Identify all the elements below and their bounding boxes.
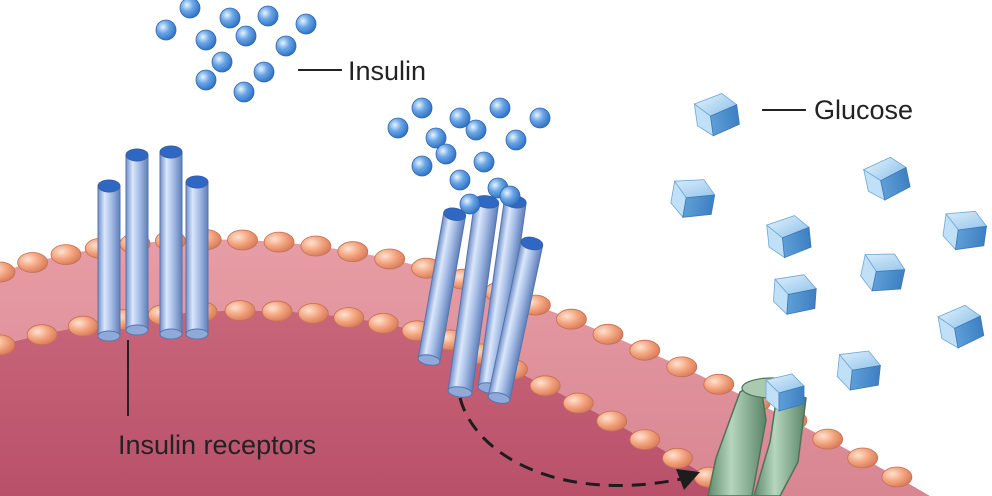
glucose-cube-icon: [765, 373, 805, 412]
insulin-sphere-icon: [295, 13, 317, 35]
insulin-sphere-icon: [275, 35, 297, 57]
glucose-cube-icon: [937, 304, 985, 349]
lipid-bead: [297, 303, 329, 324]
cell: [0, 229, 930, 496]
insulin-molecules: [155, 0, 551, 215]
lipid-bead: [0, 334, 16, 356]
transporter-right-subunit: [753, 386, 807, 496]
insulin-receptors: [97, 145, 544, 404]
insulin-sphere-icon: [465, 119, 487, 141]
insulin-sphere-icon: [411, 155, 433, 177]
insulin-sphere-icon: [387, 117, 409, 139]
insulin-sphere-icon: [489, 97, 511, 119]
lipid-bead: [17, 252, 48, 273]
lipid-bead: [367, 312, 399, 334]
insulin-sphere-icon: [195, 69, 217, 91]
lipid-bead: [629, 429, 661, 451]
insulin-sphere-icon: [499, 185, 521, 207]
lipid-bead: [562, 392, 594, 414]
lipid-bead: [261, 300, 293, 322]
insulin-sphere-icon: [411, 97, 433, 119]
insulin-label: Insulin: [348, 56, 426, 86]
lipid-bead: [67, 315, 99, 337]
receptor-cylinder: [487, 236, 544, 404]
lipid-bead: [337, 241, 369, 263]
receptor-cylinder: [417, 207, 467, 366]
lipid-bead: [847, 447, 879, 469]
lipid-bead: [0, 261, 16, 283]
lipid-bead: [26, 324, 58, 346]
insulin-sphere-icon: [505, 129, 527, 151]
glucose-cube-icon: [765, 215, 812, 259]
lipid-bead: [812, 428, 844, 450]
glucose-cube-icon: [773, 274, 817, 316]
lipid-bead: [662, 447, 693, 469]
lipid-bead: [592, 323, 624, 345]
glucose-cube-icon: [862, 156, 911, 201]
lipid-bead: [263, 231, 295, 253]
insulin-sphere-icon: [219, 7, 241, 29]
cytoplasm: [0, 310, 740, 496]
insulin-sphere-icon: [449, 107, 471, 129]
receptor-cylinder: [185, 175, 209, 340]
dashed-arrow-icon: [458, 397, 687, 487]
lipid-bead: [666, 356, 698, 378]
glucose-label: Glucose: [814, 95, 913, 125]
glucose-cube-icon: [670, 179, 716, 219]
lipid-bead: [227, 229, 258, 251]
insulin-sphere-icon: [473, 151, 495, 173]
insulin-sphere-icon: [435, 143, 457, 165]
glucose-cube-icon: [942, 210, 988, 251]
lipid-bead: [300, 235, 332, 257]
receptor-cylinder: [159, 145, 183, 340]
insulin-sphere-icon: [233, 81, 255, 103]
insulin-sphere-icon: [257, 5, 279, 27]
lipid-bead: [881, 466, 913, 488]
insulin-sphere-icon: [195, 29, 217, 51]
receptor-cylinder: [447, 195, 500, 398]
insulin-sphere-icon: [235, 25, 257, 47]
insulin-sphere-icon: [459, 193, 481, 215]
glucose-molecules: [670, 93, 988, 412]
lipid-bead: [596, 410, 628, 432]
insulin-sphere-icon: [179, 0, 201, 19]
insulin-sphere-icon: [155, 19, 177, 41]
lipid-bead: [50, 244, 82, 266]
insulin-sphere-icon: [253, 61, 275, 83]
glucose-cube-icon: [836, 350, 882, 391]
insulin-sphere-icon: [529, 107, 551, 129]
insulin-sphere-icon: [449, 169, 471, 191]
glucose-cube-icon: [860, 253, 906, 292]
signal-arrow: [458, 397, 700, 490]
receptor-cylinder: [125, 148, 149, 336]
receptor-cylinder: [97, 179, 121, 342]
insulin-sphere-icon: [211, 51, 233, 73]
lipid-bead: [333, 307, 365, 329]
lipid-bead: [556, 308, 587, 330]
insulin-receptors-label: Insulin receptors: [118, 430, 316, 460]
lipid-bead: [703, 373, 735, 395]
glucose-cube-icon: [693, 93, 740, 137]
insulin-sphere-icon: [425, 127, 447, 149]
lipid-bead: [374, 248, 406, 270]
arrow-head-icon: [676, 469, 700, 490]
lipid-bead: [529, 375, 561, 397]
lipid-bead: [224, 300, 256, 322]
lipid-bead: [629, 339, 661, 361]
